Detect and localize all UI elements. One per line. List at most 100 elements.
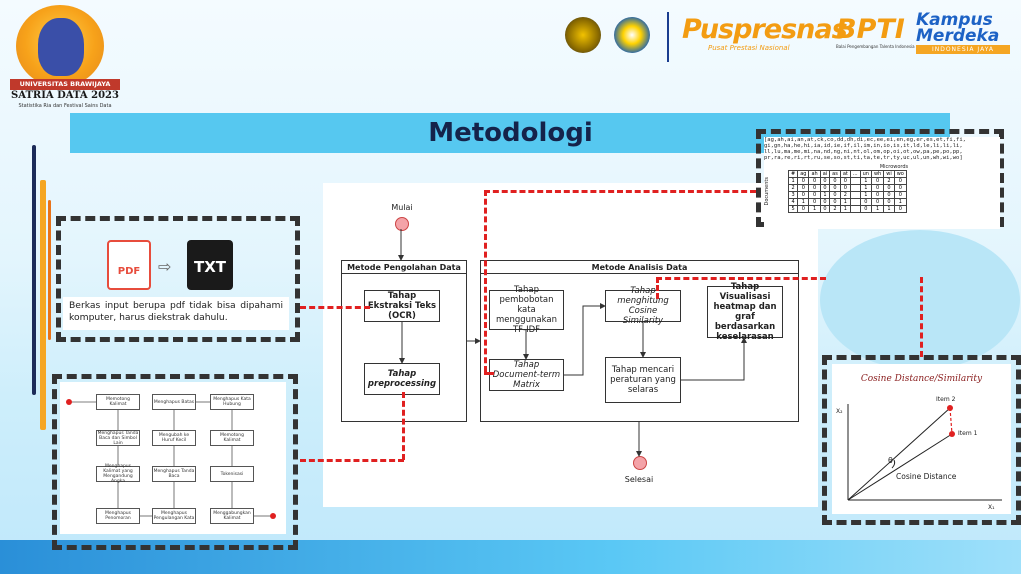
university-banner: UNIVERSITAS BRAWIJAYA	[10, 79, 120, 90]
decor-stripe	[32, 145, 36, 395]
pre-step: Menghapus Batas	[152, 394, 196, 410]
table-cell: 0	[893, 205, 907, 213]
table-cell: 0	[829, 198, 841, 206]
step-ocr: Tahap Ekstraksi Teks (OCR)	[364, 290, 440, 322]
connector-cos	[656, 277, 826, 280]
table-cell: 0	[797, 205, 810, 213]
puspresnas-logo: Puspresnas	[682, 14, 848, 45]
table-cell: 0	[870, 198, 885, 206]
arrow-right-icon: ⇨	[158, 257, 172, 276]
table-cell: 0	[808, 184, 821, 192]
start-dot	[66, 399, 72, 405]
flowchart-connectors	[398, 229, 747, 457]
conversion-frame	[56, 216, 300, 342]
token-line: [ag,ah,ai,an,at,ck,co,dd,dh,di,ec,ee,ei,…	[764, 137, 966, 143]
token-line: ll,lu,ma,me,mi,na,nd,ng,ni,nt,ol,om,op,o…	[764, 149, 963, 155]
table-cell: 1	[808, 205, 821, 213]
connector-cos-v	[656, 277, 659, 299]
mascot-logo	[38, 18, 84, 76]
table-cell: 0	[839, 177, 851, 185]
table-cell	[849, 177, 861, 185]
table-cell: 1	[859, 191, 872, 199]
table-cell: 1	[839, 205, 851, 213]
table-cell: 0	[839, 184, 851, 192]
preprocessing-connectors	[72, 401, 270, 517]
item2-label: Item 2	[936, 396, 956, 403]
table-cell	[849, 198, 861, 206]
pre-step: Menghapus Tanda Baca	[152, 466, 196, 482]
table-cell: 0	[797, 177, 810, 185]
table-cell: 0	[819, 177, 831, 185]
section-left-title: Metode Pengolahan Data	[347, 263, 461, 272]
pre-step: Menghapus Kalimat yang Mengandung Angka	[96, 464, 140, 484]
table-cell: 0	[859, 205, 872, 213]
item2-point	[947, 405, 953, 411]
step-preprocessing: Tahap preprocessing	[364, 363, 440, 395]
y-axis-label: X₂	[836, 408, 843, 415]
table-cell: 3	[787, 191, 799, 199]
table-cell	[849, 191, 861, 199]
pre-step: Menghapus Tanda Baca dan Simbol Lain	[96, 430, 140, 446]
table-cell: 0	[870, 177, 885, 185]
table-cell: 0	[819, 184, 831, 192]
step-cosine: Tahap menghitung Cosine Similarity	[605, 286, 681, 326]
preprocessing-frame	[52, 374, 298, 550]
table-cell: 1	[870, 205, 885, 213]
txt-label: TXT	[193, 258, 227, 276]
table-cell: 0	[819, 198, 831, 206]
table-cell: 1	[797, 198, 810, 206]
page-title: Metodologi	[428, 118, 593, 148]
pre-step: Menghapus Penomoran	[96, 508, 140, 524]
cosine-distance-label: Cosine Distance	[896, 472, 957, 481]
logo-divider	[667, 12, 669, 62]
pdf-label: PDF	[117, 266, 141, 277]
table-cell: 1	[859, 184, 872, 192]
table-cell: 0	[808, 191, 821, 199]
table-cell: 0	[870, 184, 885, 192]
table-cell: 0	[893, 184, 907, 192]
table-header-cell: ag	[797, 170, 810, 178]
table-cell	[849, 184, 861, 192]
pre-step: Memotong Kalimat	[96, 394, 140, 410]
matrix-row-label: Documents	[764, 177, 770, 206]
table-cell: 2	[829, 205, 841, 213]
connector-dtm-top	[484, 190, 756, 193]
kampus-tagline: INDONESIA JAYA	[916, 45, 1010, 54]
table-header-cell: wh	[870, 170, 885, 178]
connector-cos-down	[920, 277, 923, 357]
section-right-title: Metode Analisis Data	[591, 263, 688, 272]
connector-pre-h	[300, 459, 404, 462]
table-cell: 0	[829, 177, 841, 185]
table-cell: 0	[829, 191, 841, 199]
connector-dtm-h	[484, 372, 494, 375]
table-cell: 1	[787, 177, 799, 185]
bpti-logo: BPTI	[836, 14, 905, 45]
flowchart-panel: Mulai Metode Pengolahan Data Metode Anal…	[323, 183, 818, 507]
puspresnas-subtitle: Pusat Prestasi Nasional	[708, 44, 790, 52]
table-cell: 0	[808, 177, 821, 185]
event-title: SATRIA DATA 2023	[11, 90, 119, 101]
table-cell: 0	[808, 198, 821, 206]
table-cell: 0	[829, 184, 841, 192]
txt-file-icon	[187, 240, 233, 290]
ministry-seal-logo	[565, 17, 601, 53]
table-header-cell: at	[839, 170, 851, 178]
table-header-cell: #	[787, 170, 799, 178]
item1-point	[949, 431, 955, 437]
theta-label: θ	[888, 456, 893, 465]
x-axis-label: X₁	[988, 504, 995, 511]
table-cell: 5	[787, 205, 799, 213]
table-cell: 0	[893, 191, 907, 199]
kampus-line2: Merdeka	[916, 26, 1000, 46]
cosine-panel: Cosine Distance/Similarity Item 2 Item 1…	[832, 364, 1011, 514]
pre-step: Tokenisasi	[210, 466, 254, 482]
cosine-frame	[822, 355, 1021, 525]
table-header-cell: ...	[849, 170, 861, 178]
table-header-row: # ag ah ai as at ... un wh wi wo	[787, 170, 907, 178]
table-header-cell: wo	[893, 170, 907, 178]
section-right-header	[480, 260, 799, 274]
